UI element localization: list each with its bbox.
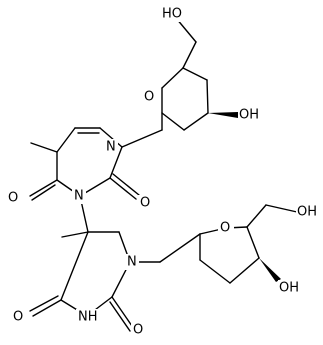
bond xyxy=(229,257,260,284)
bond xyxy=(112,173,140,196)
nitrogen-label: N xyxy=(74,189,84,204)
upper-base xyxy=(29,112,163,201)
bond xyxy=(31,184,56,201)
nitrogen-label: N xyxy=(106,140,116,155)
bond xyxy=(159,233,201,263)
bond xyxy=(199,259,231,284)
bond xyxy=(161,67,184,89)
carbonyl-oxygen-label: O xyxy=(8,191,18,206)
bond xyxy=(182,67,208,81)
bond xyxy=(61,231,89,238)
bond xyxy=(246,226,260,259)
wedge-bond xyxy=(259,258,281,282)
bond xyxy=(121,129,163,148)
hydroxyl-label: HO xyxy=(162,7,182,22)
bond xyxy=(246,204,267,228)
carbonyl-oxygen-label: O xyxy=(133,323,143,338)
bond xyxy=(206,79,209,114)
bond xyxy=(182,41,197,69)
bond xyxy=(32,299,62,317)
hydroxyl-label: OH xyxy=(279,281,299,296)
nh-label: NH xyxy=(78,310,98,325)
bond xyxy=(109,177,137,200)
bond xyxy=(29,179,58,197)
bond xyxy=(161,112,185,131)
ring-oxygen-label: O xyxy=(220,221,230,236)
bond xyxy=(60,231,89,301)
ring-oxygen-label: O xyxy=(144,90,154,105)
bond xyxy=(111,296,133,327)
bond xyxy=(99,127,123,148)
atom-labels: HO O OH N N O O N NH O O O OH OH xyxy=(6,6,322,338)
bond xyxy=(183,112,209,131)
bond xyxy=(30,142,58,153)
bond xyxy=(109,146,123,179)
bond xyxy=(29,295,59,312)
wedge-bond xyxy=(208,112,238,118)
hydroxyl-label: OH xyxy=(239,108,259,123)
carbonyl-oxygen-label: O xyxy=(140,196,150,211)
carbonyl-oxygen-label: O xyxy=(13,310,23,325)
bond xyxy=(265,204,298,213)
top-sugar xyxy=(161,17,238,131)
bond xyxy=(56,127,76,153)
bottom-sugar xyxy=(129,204,298,284)
hydroxyl-label: OH xyxy=(297,205,317,220)
nitrogen-label: N xyxy=(127,255,137,270)
bond xyxy=(109,301,131,332)
